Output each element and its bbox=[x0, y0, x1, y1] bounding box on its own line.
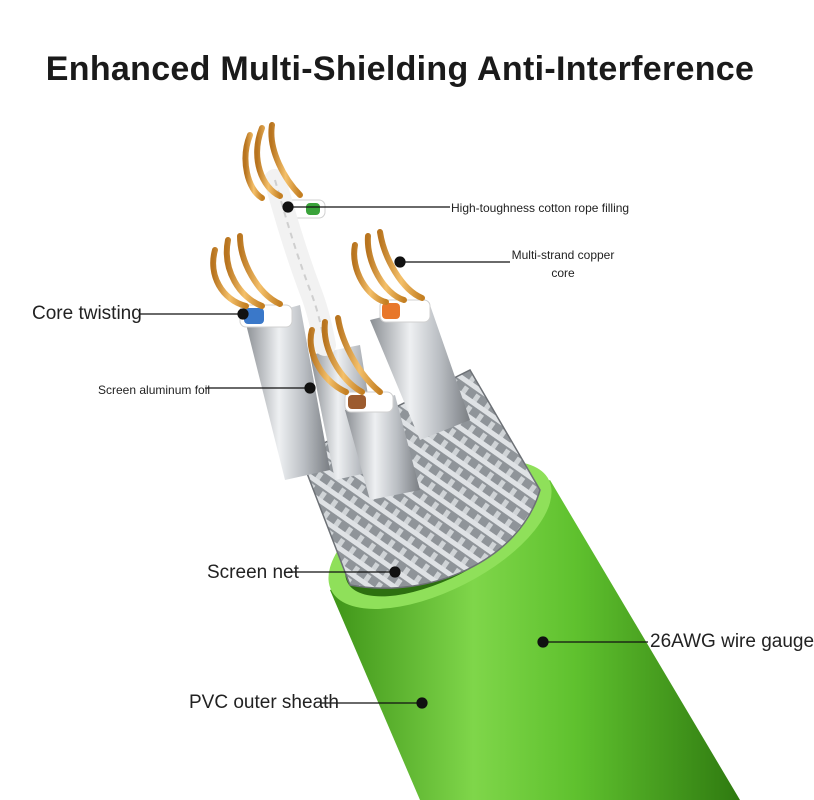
callout-screen-net: Screen net bbox=[207, 562, 299, 583]
copper-strands bbox=[210, 122, 425, 395]
page-title: Enhanced Multi-Shielding Anti-Interferen… bbox=[45, 50, 755, 88]
leader-lines bbox=[140, 201, 648, 709]
callout-copper-core-line1: Multi-strand copper bbox=[511, 248, 615, 262]
callout-copper-core: Multi-strand copper core bbox=[508, 246, 618, 282]
callout-pvc-sheath: PVC outer sheath bbox=[189, 692, 339, 713]
screen-net bbox=[299, 369, 541, 589]
callout-wire-gauge: 26AWG wire gauge bbox=[650, 631, 814, 652]
callout-aluminum-foil: Screen aluminum foil bbox=[98, 383, 211, 397]
callout-cotton-rope: High-toughness cotton rope filling bbox=[451, 201, 630, 215]
callout-core-twisting: Core twisting bbox=[32, 303, 142, 324]
callout-copper-core-line2: core bbox=[551, 266, 575, 280]
